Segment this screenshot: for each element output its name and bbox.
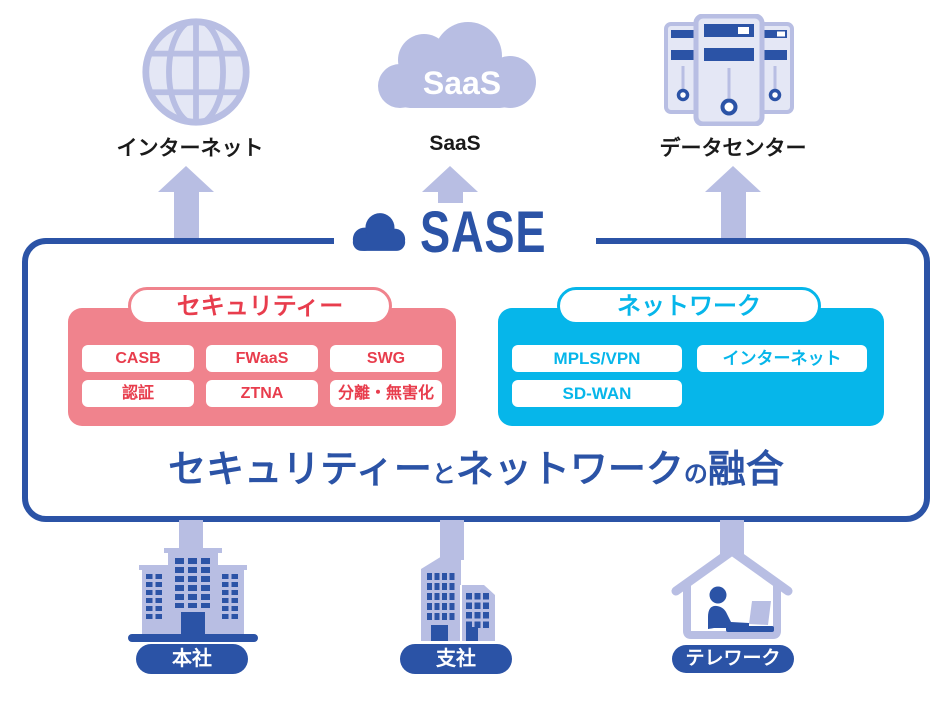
network-group: ネットワーク MPLS/VPN インターネット SD-WAN: [498, 287, 884, 426]
network-item: インターネット: [697, 345, 867, 372]
caption-part: ネットワーク: [455, 449, 684, 491]
network-item: SD-WAN: [512, 380, 682, 407]
arrow-to-datacenter-icon: [705, 166, 761, 240]
saas-label: SaaS: [429, 132, 481, 155]
branch-badge: 支社: [400, 644, 512, 674]
caption-part: と: [431, 461, 456, 488]
security-item: 認証: [82, 380, 194, 407]
caption-part: の: [683, 461, 708, 488]
arrow-shaft: [173, 192, 199, 240]
office-building-icon: [128, 548, 258, 642]
security-item: ZTNA: [206, 380, 318, 407]
arrow-shaft: [720, 192, 746, 240]
person-icon: [708, 605, 749, 629]
globe-icon: [142, 18, 250, 126]
security-title: セキュリティー: [128, 287, 392, 325]
saas-cloud-icon: SaaS: [378, 22, 536, 108]
saas-cloud-text: SaaS: [423, 65, 501, 101]
security-item: 分離・無害化: [330, 380, 442, 407]
arrow-head: [158, 166, 214, 192]
security-item: CASB: [82, 345, 194, 372]
laptop-icon: [749, 601, 771, 625]
security-item: FWaaS: [206, 345, 318, 372]
security-item: SWG: [330, 345, 442, 372]
sase-title: SASE: [334, 200, 596, 265]
arrow-to-internet-icon: [158, 166, 214, 240]
caption-part: セキュリティー: [168, 449, 432, 491]
fusion-caption: セキュリティーとネットワークの融合: [28, 444, 924, 504]
internet-label: インターネット: [116, 137, 264, 160]
server-rack-icon: [664, 14, 794, 126]
telework-badge: テレワーク: [672, 645, 794, 673]
branch-building-icon: [421, 553, 495, 641]
security-group: セキュリティー CASB FWaaS SWG 認証 ZTNA 分離・無害化: [68, 287, 456, 426]
sase-box: セキュリティー CASB FWaaS SWG 認証 ZTNA 分離・無害化 ネッ…: [22, 238, 930, 522]
arrow-head: [705, 166, 761, 192]
sase-cloud-icon: [352, 212, 406, 251]
datacenter-label: データセンター: [659, 137, 807, 160]
caption-part: 融合: [707, 449, 784, 491]
headquarters-badge: 本社: [136, 644, 248, 674]
arrow-head: [422, 166, 478, 192]
network-item: MPLS/VPN: [512, 345, 682, 372]
network-title: ネットワーク: [557, 287, 821, 325]
sase-title-text: SASE: [420, 199, 547, 265]
telework-house-icon: [671, 546, 793, 639]
